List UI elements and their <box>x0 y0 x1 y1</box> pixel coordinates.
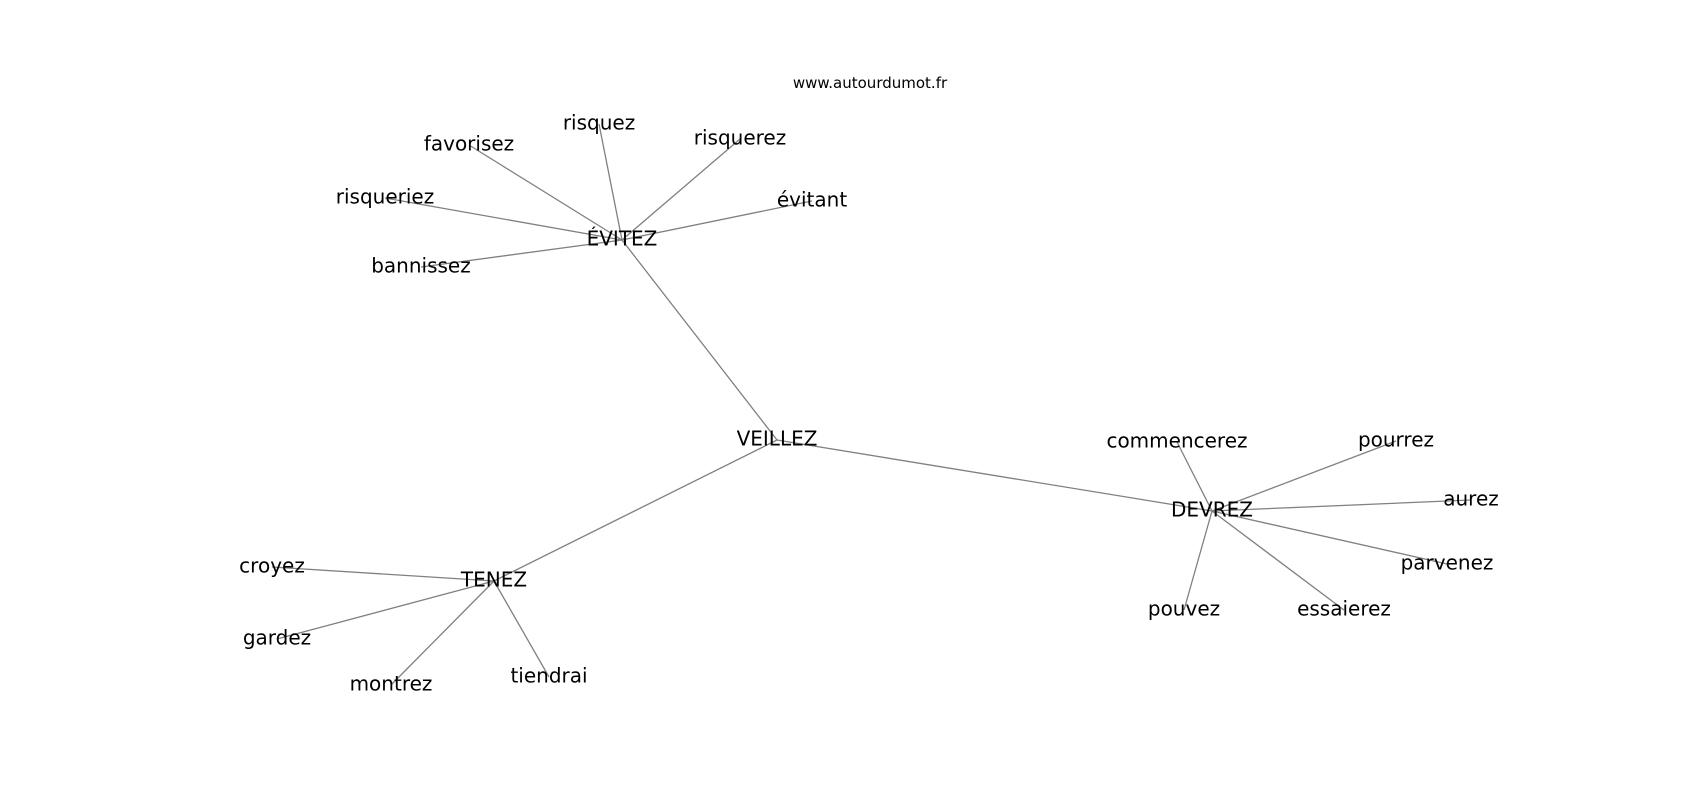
node-label-risqueriez: risqueriez <box>336 185 434 209</box>
node-label-gardez: gardez <box>243 626 311 650</box>
labels-layer: VEILLEZ ÉVITEZ DEVREZ TENEZ favorisez risquez… <box>239 111 1499 696</box>
edge-devrez-commencerez <box>1176 441 1213 512</box>
node-label-veillez: VEILLEZ <box>737 427 818 451</box>
node-label-commencerez: commencerez <box>1106 429 1247 453</box>
node-label-favorisez: favorisez <box>424 132 514 156</box>
edge-devrez-pouvez <box>1183 510 1213 611</box>
edge-veillez-devrez <box>776 439 1213 512</box>
edge-evitez-bannissez <box>420 239 623 268</box>
node-label-evitant: évitant <box>777 188 847 212</box>
edge-veillez-tenez <box>493 439 778 582</box>
edge-evitez-evitant <box>621 200 813 241</box>
node-label-essaierez: essaierez <box>1297 597 1391 621</box>
node-label-croyez: croyez <box>239 554 305 578</box>
edge-evitez-risquez <box>598 123 623 241</box>
edge-veillez-evitez <box>621 239 778 441</box>
edge-tenez-gardez <box>276 580 495 640</box>
edge-tenez-montrez <box>390 580 495 686</box>
node-label-parvenez: parvenez <box>1401 551 1494 575</box>
edge-devrez-essaierez <box>1211 510 1345 611</box>
edge-evitez-risquerez <box>621 138 741 241</box>
edge-devrez-pourrez <box>1211 440 1397 512</box>
node-label-pourrez: pourrez <box>1358 428 1434 452</box>
edge-evitez-risqueriez <box>384 197 623 241</box>
node-label-risquerez: risquerez <box>694 126 786 150</box>
watermark-text: www.autourdumot.fr <box>793 74 948 92</box>
edge-evitez-favorisez <box>468 144 623 241</box>
node-label-tiendrai: tiendrai <box>510 664 587 688</box>
node-label-devrez: DEVREZ <box>1171 498 1253 522</box>
edge-devrez-aurez <box>1211 499 1472 512</box>
node-label-pouvez: pouvez <box>1148 597 1220 621</box>
node-label-evitez: ÉVITEZ <box>587 227 658 251</box>
node-label-bannissez: bannissez <box>371 254 471 278</box>
edge-tenez-tiendrai <box>493 580 550 678</box>
node-label-aurez: aurez <box>1443 487 1499 511</box>
edge-devrez-parvenez <box>1211 510 1448 565</box>
node-label-risquez: risquez <box>563 111 635 135</box>
edge-tenez-croyez <box>271 566 495 582</box>
node-label-montrez: montrez <box>350 672 433 696</box>
edges-layer <box>271 123 1472 686</box>
node-label-tenez: TENEZ <box>460 568 527 592</box>
